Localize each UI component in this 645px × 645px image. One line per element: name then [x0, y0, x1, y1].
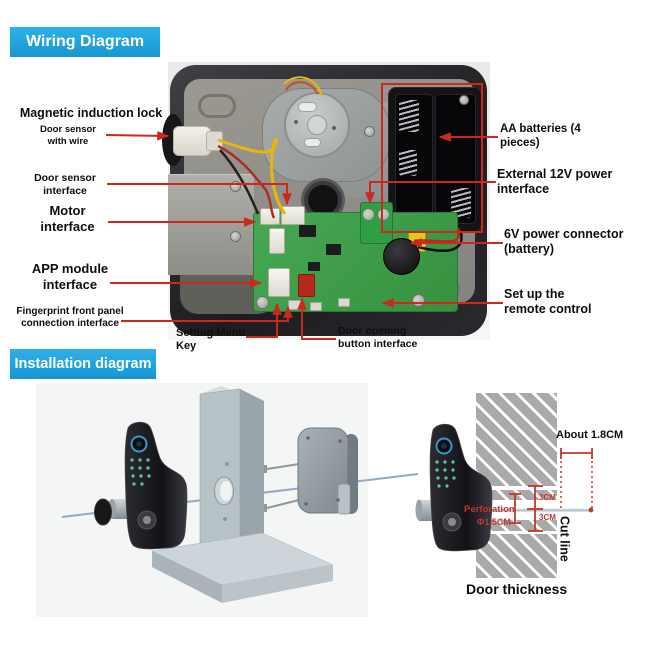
motor-hole — [294, 120, 298, 124]
motor-wire — [285, 81, 319, 95]
motor-shaft-boss — [307, 115, 327, 135]
label-app-module-interface: APP module interface — [31, 261, 109, 292]
door-base — [151, 532, 335, 603]
label-fingerprint-interface: Fingerprint front panel connection inter… — [16, 306, 124, 330]
motor-wire — [283, 76, 323, 97]
wiring-diagram-banner: Wiring Diagram — [10, 27, 160, 57]
door-section-upper — [476, 393, 557, 486]
setting-menu-line — [246, 302, 282, 338]
red-wire — [217, 144, 276, 219]
mount-screws — [264, 463, 300, 512]
motor-slot — [304, 138, 321, 147]
label-door-sensor-with-wire: Door sensor with wire — [40, 124, 96, 147]
black-wire — [219, 149, 260, 215]
label-setting-menu-key: Setting Menu Key — [176, 327, 246, 353]
lock-internals-photo — [162, 62, 490, 340]
label-remote-control: Set up the remote control — [504, 287, 592, 317]
pcb-screw — [256, 296, 269, 309]
pcb-component — [310, 302, 322, 311]
label-door-thickness: Door thickness — [466, 581, 568, 597]
door-section-lower — [476, 534, 557, 578]
pcb-ic — [299, 225, 316, 237]
terminal-screw — [362, 208, 375, 221]
label-about-distance: About 1.8CM — [556, 429, 624, 441]
yellow-wire — [217, 137, 287, 215]
pcb-connector — [281, 206, 305, 225]
label-6v-power: 6V power connector (battery) — [504, 227, 624, 257]
door-opening-line — [297, 297, 336, 340]
label-magnetic-induction-lock: Magnetic induction lock — [19, 106, 163, 120]
terminal-screw — [377, 208, 390, 221]
label-external-12v: External 12V power interface — [497, 167, 613, 197]
battery-spring — [451, 188, 471, 218]
label-door-opening-button: Door opening button interface — [338, 325, 418, 350]
plate-stamp — [198, 94, 236, 118]
installation-diagram-banner: Installation diagram — [10, 349, 156, 379]
metal-bracket — [168, 174, 254, 275]
pcb-ic — [308, 262, 320, 271]
door-panel — [199, 386, 264, 558]
label-cut-line: Cut line — [557, 516, 572, 562]
pcb-component — [338, 298, 350, 307]
door-section-view — [415, 423, 594, 552]
battery-highlight-box — [381, 83, 483, 233]
label-3cm-lower: 3CM — [539, 513, 556, 522]
magnetic-lock-arrow — [105, 131, 170, 141]
pcb-ic — [326, 244, 341, 255]
external-12v-line — [365, 181, 496, 205]
battery-spring — [399, 100, 419, 132]
door-button-connector — [298, 274, 315, 297]
pcb-connector — [269, 228, 285, 254]
battery-black-wire — [417, 231, 463, 252]
label-3cm-upper: 3CM — [539, 493, 556, 502]
app-module-connector — [268, 268, 290, 297]
label-aa-batteries: AA batteries (4 pieces) — [500, 123, 581, 150]
label-perforation-size: Φ1.5CM — [477, 517, 511, 527]
door-section-band — [476, 520, 557, 531]
bracket-screw — [230, 181, 241, 192]
fingerprint-line — [121, 305, 293, 322]
label-motor-interface: Motor interface — [40, 203, 95, 234]
battery-spring — [399, 150, 417, 176]
magnetic-lock-connector — [173, 126, 211, 156]
door-sensor-line — [107, 183, 292, 206]
wiring-annotation-lines — [105, 83, 503, 340]
plate-screw — [364, 126, 375, 137]
holder-screw — [459, 95, 469, 105]
exploded-view — [61, 386, 419, 603]
bracket-screw — [230, 231, 241, 242]
measure-marks — [509, 448, 593, 532]
label-perforation: Perforation — [464, 504, 515, 515]
label-door-sensor-interface: Door sensor interface — [34, 172, 96, 197]
motor-hole — [332, 126, 336, 130]
motor-slot — [298, 102, 317, 112]
back-lock-body — [297, 427, 358, 515]
door-section-band — [476, 490, 557, 500]
